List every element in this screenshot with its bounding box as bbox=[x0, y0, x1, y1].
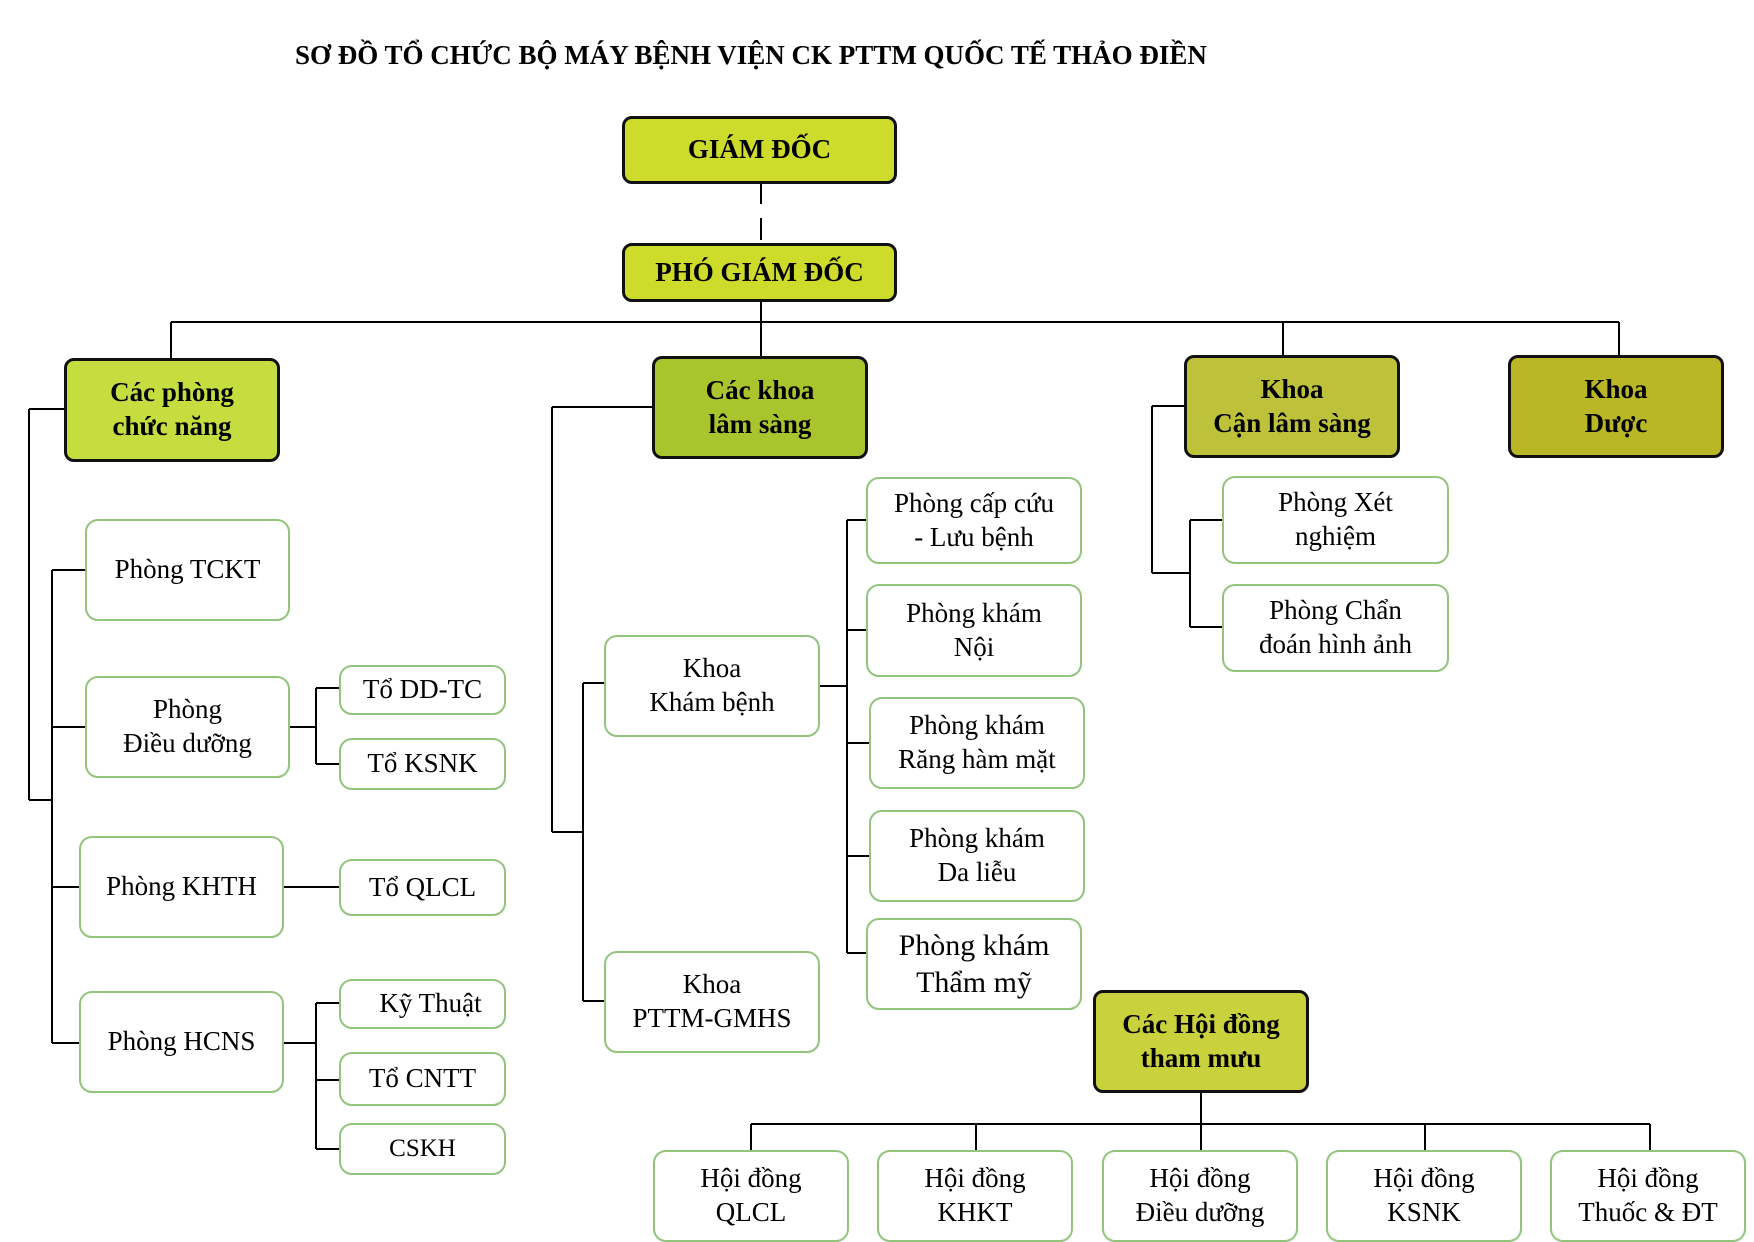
unit-hcns: Phòng HCNS bbox=[79, 991, 284, 1093]
unit-khth: Phòng KHTH bbox=[79, 836, 284, 938]
room-noi: Phòng khám Nội bbox=[866, 584, 1082, 677]
council-dieu-duong: Hội đồng Điều dưỡng bbox=[1102, 1150, 1298, 1242]
room-chan-doan-hinh-anh: Phòng Chẩn đoán hình ảnh bbox=[1222, 584, 1449, 672]
room-rang-ham-mat: Phòng khám Răng hàm mặt bbox=[869, 697, 1085, 789]
clinical-departments-box: Các khoa lâm sàng bbox=[652, 356, 868, 459]
dept-pttm-gmhs: Khoa PTTM-GMHS bbox=[604, 951, 820, 1053]
functional-departments-box: Các phòng chức năng bbox=[64, 358, 280, 462]
council-qlcl: Hội đồng QLCL bbox=[653, 1150, 849, 1242]
team-cskh: CSKH bbox=[339, 1123, 506, 1175]
room-cap-cuu: Phòng cấp cứu - Lưu bệnh bbox=[866, 477, 1082, 564]
team-qlcl: Tổ QLCL bbox=[339, 859, 506, 916]
pharmacy-department-box: Khoa Dược bbox=[1508, 355, 1724, 458]
unit-nursing: Phòng Điều dưỡng bbox=[85, 676, 290, 778]
team-dd-tc: Tổ DD-TC bbox=[339, 665, 506, 715]
advisory-councils-box: Các Hội đồng tham mưu bbox=[1093, 990, 1309, 1093]
paraclinical-department-box: Khoa Cận lâm sàng bbox=[1184, 355, 1400, 458]
council-ksnk: Hội đồng KSNK bbox=[1326, 1150, 1522, 1242]
room-da-lieu: Phòng khám Da liễu bbox=[869, 810, 1085, 902]
deputy-director-label: PHÓ GIÁM ĐỐC bbox=[655, 256, 864, 287]
deputy-director-box: PHÓ GIÁM ĐỐC bbox=[622, 243, 897, 302]
dept-kham-benh: Khoa Khám bệnh bbox=[604, 635, 820, 737]
council-khkt: Hội đồng KHKT bbox=[877, 1150, 1073, 1242]
team-cntt: Tổ CNTT bbox=[339, 1052, 506, 1106]
room-tham-my: Phòng khám Thẩm mỹ bbox=[866, 918, 1082, 1010]
team-ksnk: Tổ KSNK bbox=[339, 738, 506, 790]
director-box: GIÁM ĐỐC bbox=[622, 116, 897, 184]
unit-tckt: Phòng TCKT bbox=[85, 519, 290, 621]
chart-title: SƠ ĐỒ TỔ CHỨC BỘ MÁY BỆNH VIỆN CK PTTM Q… bbox=[295, 40, 1207, 70]
council-thuoc-dt: Hội đồng Thuốc & ĐT bbox=[1550, 1150, 1746, 1242]
team-ky-thuat: Kỹ Thuật bbox=[339, 979, 506, 1029]
room-xet-nghiem: Phòng Xét nghiệm bbox=[1222, 476, 1449, 564]
director-label: GIÁM ĐỐC bbox=[687, 134, 832, 165]
